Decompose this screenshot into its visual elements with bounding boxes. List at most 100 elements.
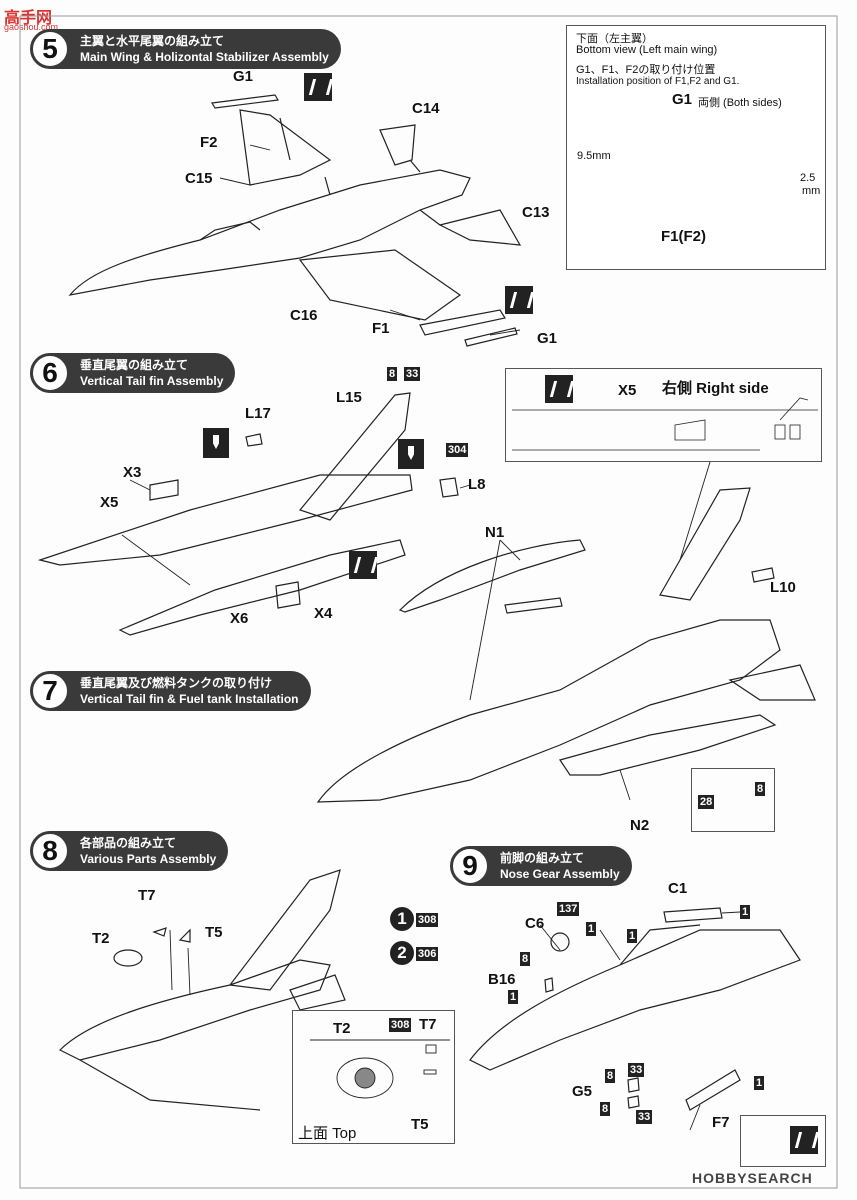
step-8-header: 8 各部品の組み立て Various Parts Assembly — [30, 831, 229, 871]
watermark: HOBBYSEARCH — [692, 1170, 813, 1186]
paint-code-8: 8 — [755, 782, 766, 796]
paint-code-306: 306 — [416, 947, 439, 961]
paint-code-304: 304 — [446, 443, 469, 457]
part-label-t5: T5 — [205, 924, 223, 941]
part-label-x4: X4 — [314, 605, 333, 622]
part-label-g1-top: G1 — [233, 68, 254, 85]
part-label-c6: C6 — [525, 915, 545, 932]
part-label-g5: G5 — [572, 1083, 593, 1100]
detail-g1-note: 両側 (Both sides) — [698, 97, 782, 109]
part-label-f2: F2 — [200, 134, 218, 151]
part-label-b16: B16 — [488, 971, 516, 988]
step-9-header: 9 前脚の組み立て Nose Gear Assembly — [450, 846, 632, 886]
glue-caution-icon — [790, 1126, 820, 1154]
detail-title-jp: 下面（左主翼） — [576, 33, 653, 45]
paint-code-8: 8 — [605, 1069, 616, 1083]
part-label-f1: F1 — [372, 320, 390, 337]
site-logo: 高手网 — [4, 10, 53, 27]
paint-code-8: 8 — [520, 952, 531, 966]
step-9-title-en: Nose Gear Assembly — [500, 867, 620, 881]
paint-code-8: 8 — [387, 367, 398, 381]
part-label-x5: X5 — [100, 494, 119, 511]
step-9-glue-inset — [740, 1115, 826, 1167]
step-7-title-jp: 垂直尾翼及び燃料タンクの取り付け — [80, 676, 273, 690]
detail-title-en: Bottom view (Left main wing) — [576, 44, 718, 56]
step-8-number: 8 — [30, 831, 70, 871]
step-5-detail-box — [566, 25, 826, 270]
step-9-number: 9 — [450, 846, 490, 886]
decal-marker-1: 1 — [390, 907, 414, 931]
glue-caution-icon — [304, 73, 334, 101]
cement-icon — [203, 428, 229, 458]
step-9-title-jp: 前脚の組み立て — [500, 851, 585, 865]
detail-install-en: Installation position of F1,F2 and G1. — [576, 76, 740, 87]
paint-code-33: 33 — [404, 367, 421, 381]
detail-dim-mm: mm — [802, 185, 821, 197]
detail-dim-2-5: 2.5 — [800, 172, 816, 184]
decal-marker-2: 2 — [390, 941, 414, 965]
step-7-number: 7 — [30, 671, 70, 711]
detail-g1-label: G1 — [672, 91, 693, 108]
paint-code-308: 308 — [389, 1018, 412, 1032]
step-6-header: 6 垂直尾翼の組み立て Vertical Tail fin Assembly — [30, 353, 236, 393]
detail-t5-label: T5 — [411, 1116, 429, 1133]
inset-x5-label: X5 — [618, 382, 637, 399]
part-label-x6: X6 — [230, 610, 249, 627]
detail-install-jp: G1、F1、F2の取り付け位置 — [576, 64, 716, 76]
part-label-x3: X3 — [123, 464, 142, 481]
paint-code-33: 33 — [636, 1110, 653, 1124]
part-label-l10: L10 — [770, 579, 796, 596]
step-6-title-jp: 垂直尾翼の組み立て — [80, 358, 189, 372]
part-label-c14: C14 — [412, 100, 440, 117]
step-7-right-side-inset — [505, 368, 822, 462]
paint-code-1: 1 — [508, 990, 519, 1004]
paint-code-28: 28 — [698, 795, 715, 809]
part-label-c15: C15 — [185, 170, 213, 187]
part-label-t7: T7 — [138, 887, 156, 904]
part-label-l17: L17 — [245, 405, 271, 422]
part-label-f7: F7 — [712, 1114, 730, 1131]
cement-icon — [398, 439, 424, 469]
paint-code-1: 1 — [586, 922, 597, 936]
part-label-c13: C13 — [522, 204, 550, 221]
inset-right-side-label: 右側 Right side — [662, 380, 769, 397]
step-5-header: 5 主翼と水平尾翼の組み立て Main Wing & Holizontal Sta… — [30, 29, 341, 69]
part-label-l15: L15 — [336, 389, 362, 406]
paint-code-1: 1 — [627, 929, 638, 943]
part-label-g1-bottom: G1 — [537, 330, 558, 347]
detail-t7-label: T7 — [419, 1016, 437, 1033]
glue-caution-icon — [505, 286, 535, 314]
paint-code-137: 137 — [557, 902, 580, 916]
site-logo-sub: gaoshou.com — [4, 22, 59, 32]
paint-code-8: 8 — [600, 1102, 611, 1116]
step-7-header: 7 垂直尾翼及び燃料タンクの取り付け Vertical Tail fin & Fu… — [30, 671, 311, 711]
step-7-title-en: Vertical Tail fin & Fuel tank Installati… — [80, 692, 299, 706]
glue-caution-icon — [349, 551, 379, 579]
step-5-title-jp: 主翼と水平尾翼の組み立て — [80, 34, 225, 48]
step-5-number: 5 — [30, 29, 70, 69]
step-8-top-detail-box — [292, 1010, 455, 1144]
part-label-c16: C16 — [290, 307, 318, 324]
step-6-number: 6 — [30, 353, 70, 393]
step-8-title-jp: 各部品の組み立て — [80, 836, 177, 850]
paint-code-308: 308 — [416, 913, 439, 927]
step-5-title-en: Main Wing & Holizontal Stabilizer Assemb… — [80, 50, 329, 64]
detail-top-label: 上面 Top — [298, 1125, 357, 1142]
paint-code-1: 1 — [754, 1076, 765, 1090]
part-label-l8: L8 — [468, 476, 486, 493]
detail-dim-9-5mm: 9.5mm — [577, 150, 611, 162]
part-label-c1: C1 — [668, 880, 688, 897]
step-8-title-en: Various Parts Assembly — [80, 852, 217, 866]
step-7-paint-inset — [691, 768, 775, 832]
step-6-title-en: Vertical Tail fin Assembly — [80, 374, 224, 388]
part-label-n2: N2 — [630, 817, 650, 834]
paint-code-1: 1 — [740, 905, 751, 919]
paint-code-33: 33 — [628, 1063, 645, 1077]
detail-f1-f2-label: F1(F2) — [661, 228, 706, 245]
glue-caution-icon — [545, 375, 575, 403]
part-label-t2: T2 — [92, 930, 110, 947]
detail-t2-label: T2 — [333, 1020, 351, 1037]
part-label-n1: N1 — [485, 524, 505, 541]
